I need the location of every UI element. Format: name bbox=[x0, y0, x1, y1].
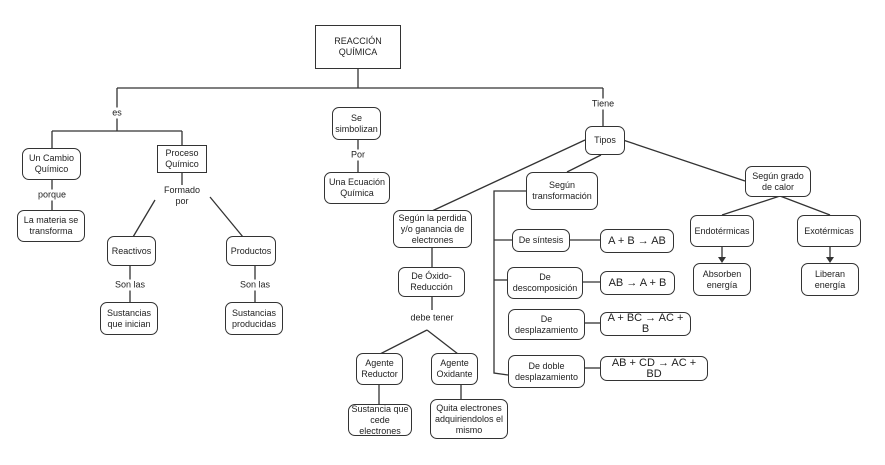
node-endotermicas[interactable]: Endotérmicas bbox=[690, 215, 754, 247]
node-segun-perdida-ganancia[interactable]: Según la perdida y/o ganancia de electro… bbox=[393, 210, 472, 248]
node-productos[interactable]: Productos bbox=[226, 236, 276, 266]
node-eq-desplazamiento[interactable]: A + BC → AC + B bbox=[600, 312, 691, 336]
label-es: es bbox=[112, 107, 122, 119]
node-un-cambio-quimico[interactable]: Un Cambio Químico bbox=[22, 148, 81, 180]
label-tiene: Tiene bbox=[591, 98, 615, 110]
node-tipos[interactable]: Tipos bbox=[585, 126, 625, 155]
node-agente-reductor[interactable]: Agente Reductor bbox=[356, 353, 403, 385]
node-sustancias-que-inician[interactable]: Sustancias que inician bbox=[100, 302, 158, 335]
label-son-las-1: Son las bbox=[114, 279, 146, 291]
node-de-descomposicion[interactable]: De descomposición bbox=[507, 267, 583, 299]
arrow-liberan-icon bbox=[826, 257, 834, 263]
node-de-doble-desplazamiento[interactable]: De doble desplazamiento bbox=[508, 355, 585, 388]
node-eq-sintesis[interactable]: A + B → AB bbox=[600, 229, 674, 253]
node-agente-oxidante[interactable]: Agente Oxidante bbox=[431, 353, 478, 385]
node-una-ecuacion-quimica[interactable]: Una Ecuación Química bbox=[324, 172, 390, 204]
node-segun-grado-de-calor[interactable]: Según grado de calor bbox=[745, 166, 811, 197]
label-son-las-2: Son las bbox=[239, 279, 271, 291]
node-de-sintesis[interactable]: De síntesis bbox=[512, 229, 570, 252]
node-sustancia-que-cede-electrones[interactable]: Sustancia que cede electrones bbox=[348, 404, 412, 436]
link-tipos-perdida bbox=[431, 139, 586, 212]
arrow-absorben-icon bbox=[718, 257, 726, 263]
link-debe-oxidante bbox=[426, 329, 459, 355]
node-absorben-energia[interactable]: Absorben energía bbox=[693, 263, 751, 296]
node-eq-doble[interactable]: AB + CD → AC + BD bbox=[600, 356, 708, 381]
node-liberan-energia[interactable]: Liberan energía bbox=[801, 263, 859, 296]
link-tipos-calor bbox=[622, 139, 746, 182]
link-formado-productos bbox=[209, 196, 244, 238]
node-quita-electrones[interactable]: Quita electrones adquiriendolos el mismo bbox=[430, 399, 508, 439]
link-tipos-transformacion bbox=[566, 154, 602, 173]
node-de-desplazamiento[interactable]: De desplazamiento bbox=[508, 309, 585, 340]
node-eq-descomposicion[interactable]: AB → A + B bbox=[600, 271, 675, 295]
link-debe-reductor bbox=[379, 329, 428, 355]
node-sustancias-producidas[interactable]: Sustancias producidas bbox=[225, 302, 283, 335]
link-formado-reactivos bbox=[132, 199, 156, 238]
node-reaccion-quimica[interactable]: REACCIÓN QUÍMICA bbox=[315, 25, 401, 69]
label-debe-tener: debe tener bbox=[410, 312, 454, 324]
link-calor-exo bbox=[779, 195, 831, 216]
link-transformacion-bracket bbox=[493, 190, 526, 376]
label-por: Por bbox=[350, 149, 366, 161]
node-proceso-quimico[interactable]: Proceso Químico bbox=[157, 145, 207, 173]
label-porque: porque bbox=[37, 189, 67, 201]
node-de-oxido-reduccion[interactable]: De Óxido-Reducción bbox=[398, 267, 465, 297]
node-reactivos[interactable]: Reactivos bbox=[107, 236, 156, 266]
node-segun-transformacion[interactable]: Según transformación bbox=[526, 172, 598, 210]
label-formado-por: Formado por bbox=[160, 185, 204, 207]
node-exotermicas[interactable]: Exotérmicas bbox=[797, 215, 861, 247]
node-la-materia-se-transforma[interactable]: La materia se transforma bbox=[17, 210, 85, 242]
link-calor-endo bbox=[721, 195, 781, 216]
node-se-simbolizan[interactable]: Se simbolizan bbox=[332, 107, 381, 140]
